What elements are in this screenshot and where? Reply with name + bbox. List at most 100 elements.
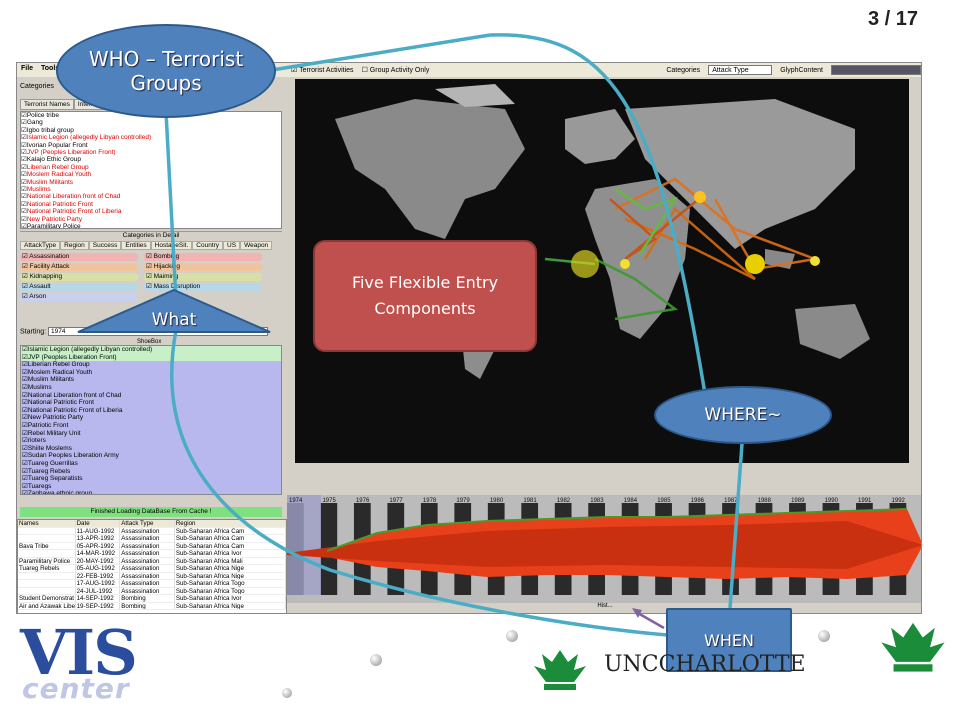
history-scrollbar[interactable]: Hist... [287,603,921,613]
shoebox-item[interactable]: Tuareg Guerrillas [21,459,281,468]
group-list-item[interactable]: Paramilitary Police [21,223,281,228]
timeline-year-label: 1975 [322,498,336,504]
vis-logo: VIS [20,616,138,689]
group-list-item[interactable]: Gang [21,119,281,126]
tab-terrorist-names[interactable]: Terrorist Names [20,99,74,110]
detail-tab[interactable]: US [223,241,241,250]
group-list-item[interactable]: New Patriotic Party [21,216,281,223]
attack-type-checkbox[interactable]: ☑ Facility Attack [20,263,138,271]
group-list-item[interactable]: Islamic Legion (allegedly Libyan control… [21,134,281,141]
group-list-item[interactable]: Muslims [21,186,281,193]
shoebox-list[interactable]: Islamic Legion (allegedly Libyan control… [20,345,282,495]
group-list-item[interactable]: National Patriotic Front [21,201,281,208]
table-cell: Sub-Saharan Africa Mali [175,557,286,564]
shoebox-item[interactable]: New Patriotic Party [21,414,281,422]
attack-type-checkbox[interactable]: ☑ Arson [20,293,138,301]
detail-tab[interactable]: Weapon [240,241,273,250]
what-callout: What [151,310,197,330]
group-list-item[interactable]: Muslim Militants [21,179,281,186]
terrorist-group-list[interactable]: Police tribeGangIgbo tribal groupIslamic… [20,111,282,229]
table-cell: Bombing [120,602,175,609]
timeline-year-label: 1979 [456,498,470,504]
shoebox-item[interactable]: Muslims [21,383,281,392]
attack-type-checkbox[interactable]: ☑ Maiming [144,273,262,281]
table-cell: 14-SEP-1992 [76,595,121,602]
attack-type-checkbox[interactable]: ☑ Bombing [144,253,262,261]
table-cell: 17-AUG-1992 [76,580,121,587]
group-list-item[interactable]: Liberian Rebel Group [21,164,281,171]
table-cell: 19-SEP-1992 [76,602,121,609]
timeline-year-label: 1983 [590,498,604,504]
checkbox-group-activity-only[interactable]: ☐ Group Activity Only [361,67,430,74]
shoebox-item[interactable]: Muslim Militants [21,376,281,384]
shoebox-label: ShoeBox [137,339,162,345]
table-cell: Sub-Saharan Africa Nige [175,602,286,609]
group-list-item[interactable]: Kalajo Ethic Group [21,156,281,163]
categories-select[interactable]: Attack Type [708,65,773,75]
table-cell [18,535,76,542]
shoebox-item[interactable]: Tuareg Separatists [21,475,281,483]
detail-tab[interactable]: Region [60,241,89,250]
attack-type-checkbox[interactable]: ☑ Assassination [20,253,138,261]
detail-tab[interactable]: Country [192,241,224,250]
table-cell [18,550,76,557]
menu-tools[interactable]: Tools [41,65,60,72]
group-list-item[interactable]: National Patriotic Front of Liberia [21,208,281,215]
table-cell: 22-FEB-1992 [76,572,121,579]
table-cell: Assassination [120,550,175,557]
shoebox-item[interactable]: National Liberation front of Chad [21,391,281,400]
shoebox-item[interactable]: Patriotic Front [21,421,281,430]
group-list-item[interactable]: Police tribe [21,112,281,119]
shoebox-item[interactable]: JVP (Peoples Liberation Front) [21,353,281,362]
shoebox-item[interactable]: Tuareg Rebels [21,467,281,476]
shoebox-item[interactable]: National Patriotic Front of Liberia [21,406,281,415]
group-list-item[interactable]: Ivorian Popular Front [21,142,281,149]
status-message: Finished Loading DataBase From Cache ! [20,507,282,517]
shoebox-item[interactable]: Sudan Peoples Liberation Army [21,452,281,460]
shoebox-item[interactable]: Islamic Legion (allegedly Libyan control… [21,346,281,354]
group-list-item[interactable]: Moslem Radical Youth [21,171,281,178]
attack-type-checkbox[interactable]: ☑ Assault [20,283,138,291]
detail-tab[interactable]: Success [88,241,122,250]
shoebox-item[interactable]: rioters [21,437,281,445]
timeline-year-label: 1992 [892,498,906,504]
menu-file[interactable]: File [21,65,34,72]
shoebox-item[interactable]: Shiite Moslems [21,444,281,453]
table-header-cell: Date [76,520,121,527]
checkbox-terrorist-activities[interactable]: ☑ Terrorist Activities [291,67,354,74]
shoebox-item[interactable]: Tuaregs [21,482,281,491]
shoebox-item[interactable]: Rebel Military Unit [21,429,281,438]
group-list-item[interactable]: National Liberation front of Chad [21,193,281,200]
shoebox-item[interactable]: Moslem Radical Youth [21,368,281,377]
table-cell: Assassination [120,527,175,534]
shoebox-item[interactable]: Zaghawa ethnic group [21,490,281,494]
table-cell: Sub-Saharan Africa Cam [175,535,286,542]
table-cell: Assassination [120,572,175,579]
table-header-cell: Region [175,520,286,527]
table-cell: Sub-Saharan Africa Togo [175,587,286,594]
attack-type-checkbox[interactable]: ☑ Kidnapping [20,273,138,281]
attack-type-checkbox[interactable]: ☑ Hijacking [144,263,262,271]
glyph-content-select[interactable] [831,65,921,75]
detail-tab[interactable]: Entities [121,241,151,250]
shoebox-item[interactable]: Liberian Rebel Group [21,361,281,369]
detail-tab[interactable]: HostageSit. [150,241,193,250]
group-list-item[interactable]: JVP (Peoples Liberation Front) [21,149,281,156]
shoebox-item[interactable]: National Patriotic Front [21,399,281,407]
detail-tab[interactable]: AttackType [20,241,61,250]
group-list-item[interactable]: Igbo tribal group [21,127,281,134]
